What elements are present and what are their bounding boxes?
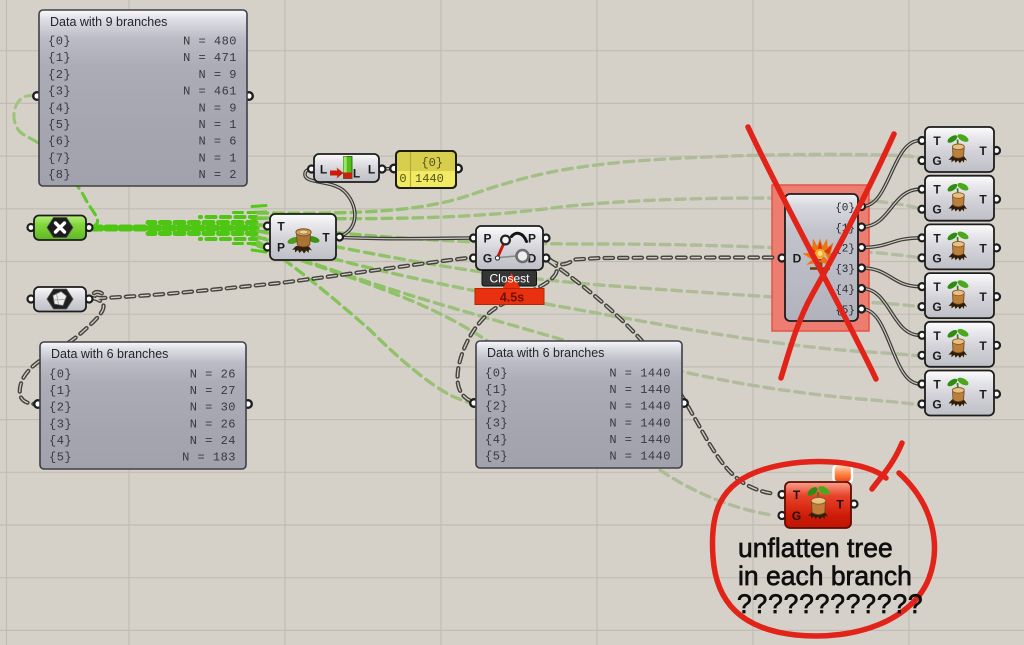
svg-text:{2}: {2} bbox=[49, 401, 72, 415]
svg-text:N = 1440: N = 1440 bbox=[609, 450, 671, 464]
svg-text:{7}: {7} bbox=[48, 151, 71, 165]
svg-text:{3}: {3} bbox=[485, 416, 508, 430]
svg-text:N = 9: N = 9 bbox=[198, 68, 237, 82]
svg-text:{4}: {4} bbox=[485, 433, 508, 447]
svg-text:N = 183: N = 183 bbox=[182, 451, 236, 465]
svg-text:N = 26: N = 26 bbox=[190, 368, 236, 382]
svg-text:G: G bbox=[792, 509, 801, 523]
svg-text:{5}: {5} bbox=[48, 118, 71, 132]
svg-text:G: G bbox=[932, 398, 941, 412]
svg-text:P: P bbox=[483, 232, 491, 246]
svg-text:{1}: {1} bbox=[48, 51, 71, 65]
svg-text:T: T bbox=[836, 498, 844, 512]
svg-text:N = 9: N = 9 bbox=[198, 101, 237, 115]
svg-text:N = 1440: N = 1440 bbox=[609, 383, 671, 397]
svg-text:{3}: {3} bbox=[48, 85, 71, 99]
svg-text:{8}: {8} bbox=[48, 168, 71, 182]
svg-text:{5}: {5} bbox=[485, 450, 508, 464]
svg-text:{2}: {2} bbox=[485, 400, 508, 414]
svg-text:T: T bbox=[979, 193, 987, 207]
svg-text:T: T bbox=[322, 231, 330, 245]
svg-text:N = 1440: N = 1440 bbox=[609, 433, 671, 447]
svg-text:L: L bbox=[368, 163, 375, 177]
svg-text:{0}: {0} bbox=[49, 368, 72, 382]
svg-text:{0}: {0} bbox=[421, 156, 443, 170]
svg-text:0: 0 bbox=[399, 172, 406, 186]
svg-text:N = 461: N = 461 bbox=[183, 85, 237, 99]
svg-text:G: G bbox=[932, 300, 941, 314]
svg-text:N = 2: N = 2 bbox=[198, 168, 237, 182]
svg-text:N = 30: N = 30 bbox=[190, 401, 236, 415]
svg-text:T: T bbox=[933, 183, 941, 197]
svg-text:4.5s: 4.5s bbox=[500, 291, 524, 305]
svg-text:P: P bbox=[277, 241, 285, 255]
svg-text:N = 24: N = 24 bbox=[190, 434, 236, 448]
svg-text:N = 1440: N = 1440 bbox=[609, 400, 671, 414]
svg-text:{0}: {0} bbox=[485, 367, 508, 381]
svg-text:unflatten tree: unflatten tree bbox=[738, 533, 893, 563]
svg-text:N = 471: N = 471 bbox=[183, 51, 237, 65]
svg-text:T: T bbox=[933, 378, 941, 392]
svg-text:G: G bbox=[932, 154, 941, 168]
svg-text:T: T bbox=[933, 134, 941, 148]
svg-text:{6}: {6} bbox=[48, 135, 71, 149]
svg-text:D: D bbox=[528, 252, 537, 266]
svg-text:T: T bbox=[933, 280, 941, 294]
svg-text:N = 1440: N = 1440 bbox=[609, 416, 671, 430]
svg-text:{0}: {0} bbox=[835, 203, 855, 215]
svg-text:T: T bbox=[979, 144, 987, 158]
svg-text:T: T bbox=[933, 329, 941, 343]
svg-text:T: T bbox=[793, 488, 801, 502]
svg-text:{3}: {3} bbox=[835, 264, 855, 276]
svg-text:1440: 1440 bbox=[415, 172, 444, 186]
svg-text:????????????: ???????????? bbox=[737, 589, 923, 619]
svg-text:N = 1440: N = 1440 bbox=[609, 367, 671, 381]
svg-text:{4}: {4} bbox=[835, 285, 855, 297]
svg-text:L: L bbox=[353, 167, 360, 181]
svg-text:Closest: Closest bbox=[489, 272, 530, 286]
svg-text:{2}: {2} bbox=[48, 68, 71, 82]
svg-text:{5}: {5} bbox=[49, 451, 72, 465]
svg-text:G: G bbox=[932, 349, 941, 363]
svg-text:G: G bbox=[932, 251, 941, 265]
svg-text:T: T bbox=[979, 290, 987, 304]
svg-text:N = 480: N = 480 bbox=[183, 35, 237, 49]
svg-text:T: T bbox=[933, 231, 941, 245]
svg-text:T: T bbox=[277, 220, 285, 234]
svg-text:in each branch: in each branch bbox=[738, 561, 912, 591]
svg-text:L: L bbox=[320, 163, 327, 177]
svg-text:{4}: {4} bbox=[49, 434, 72, 448]
svg-text:N = 1: N = 1 bbox=[198, 151, 237, 165]
svg-text:{1}: {1} bbox=[49, 384, 72, 398]
svg-text:{4}: {4} bbox=[48, 101, 71, 115]
svg-text:{3}: {3} bbox=[49, 417, 72, 431]
svg-text:T: T bbox=[979, 388, 987, 402]
svg-text:N = 26: N = 26 bbox=[190, 417, 236, 431]
svg-text:N = 27: N = 27 bbox=[190, 384, 236, 398]
svg-text:N = 1: N = 1 bbox=[198, 118, 237, 132]
svg-text:T: T bbox=[979, 339, 987, 353]
svg-text:{0}: {0} bbox=[48, 35, 71, 49]
svg-text:T: T bbox=[979, 241, 987, 255]
svg-text:{1}: {1} bbox=[485, 383, 508, 397]
svg-text:P: P bbox=[528, 232, 536, 246]
svg-text:N = 6: N = 6 bbox=[198, 135, 237, 149]
svg-text:G: G bbox=[483, 252, 492, 266]
svg-text:Data with 6 branches: Data with 6 branches bbox=[487, 346, 604, 360]
svg-text:D: D bbox=[793, 252, 802, 266]
svg-text:G: G bbox=[932, 203, 941, 217]
svg-text:Data with 9 branches: Data with 9 branches bbox=[50, 15, 167, 29]
svg-text:Data with 6 branches: Data with 6 branches bbox=[51, 347, 168, 361]
